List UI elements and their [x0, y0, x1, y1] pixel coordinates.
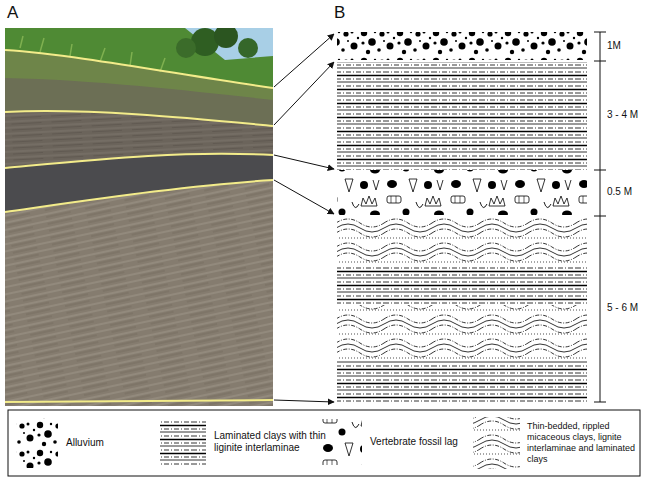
correlation-arrow	[274, 62, 334, 125]
scale-bar	[600, 32, 601, 402]
outcrop-photo	[5, 28, 273, 406]
legend-swatch	[473, 417, 520, 469]
scale-tick	[594, 402, 606, 403]
correlation-arrow	[274, 180, 334, 214]
legend-swatches	[16, 417, 520, 469]
legend-swatch	[160, 419, 206, 465]
legend-swatch	[318, 419, 362, 465]
contact-line	[5, 154, 273, 168]
legend-text: Alluvium	[66, 437, 152, 449]
photo-ground	[5, 28, 273, 406]
legend-frame	[8, 410, 640, 476]
scale-tick	[594, 170, 606, 171]
thickness-scale	[594, 32, 606, 402]
legend-text: Laminated clays with thin liginite inter…	[214, 430, 332, 454]
laminated-clay-layer	[337, 360, 587, 402]
tree	[214, 28, 238, 48]
thickness-label: 3 - 4 M	[606, 109, 639, 121]
correlation-arrow	[274, 34, 334, 87]
scale-tick	[594, 216, 606, 217]
laminated-clay-layer	[337, 265, 587, 305]
contact-line	[5, 180, 273, 212]
legend-swatch	[16, 418, 58, 468]
thickness-label: 0.5 M	[606, 186, 633, 198]
panel-letter: B	[333, 3, 346, 23]
lower-clay-bed	[5, 180, 273, 406]
alluvium-layer	[337, 32, 587, 60]
tree	[176, 38, 196, 58]
correlation-arrows	[274, 34, 334, 402]
tree	[238, 38, 258, 58]
thickness-label: 5 - 6 M	[606, 302, 639, 314]
scale-tick	[594, 32, 606, 33]
correlation-arrow	[274, 155, 334, 169]
rippled-clay-layer	[337, 305, 587, 360]
legend-text: Thin-bedded, rippled micaceous clays, li…	[527, 421, 637, 464]
scale-tick	[594, 61, 606, 62]
contact-line	[5, 111, 273, 126]
panel-letter: A	[6, 3, 19, 23]
contact-line	[5, 50, 273, 88]
rippled-clay-layer	[337, 217, 587, 265]
fossil-lag-layer	[337, 170, 587, 215]
thickness-label: 1M	[606, 40, 622, 52]
correlation-arrow	[274, 400, 334, 402]
contact-line	[5, 400, 273, 402]
stratigraphic-column	[337, 32, 587, 402]
laminated-clay-layer	[337, 62, 587, 170]
legend-text: Vertebrate fossil lag	[370, 436, 466, 448]
